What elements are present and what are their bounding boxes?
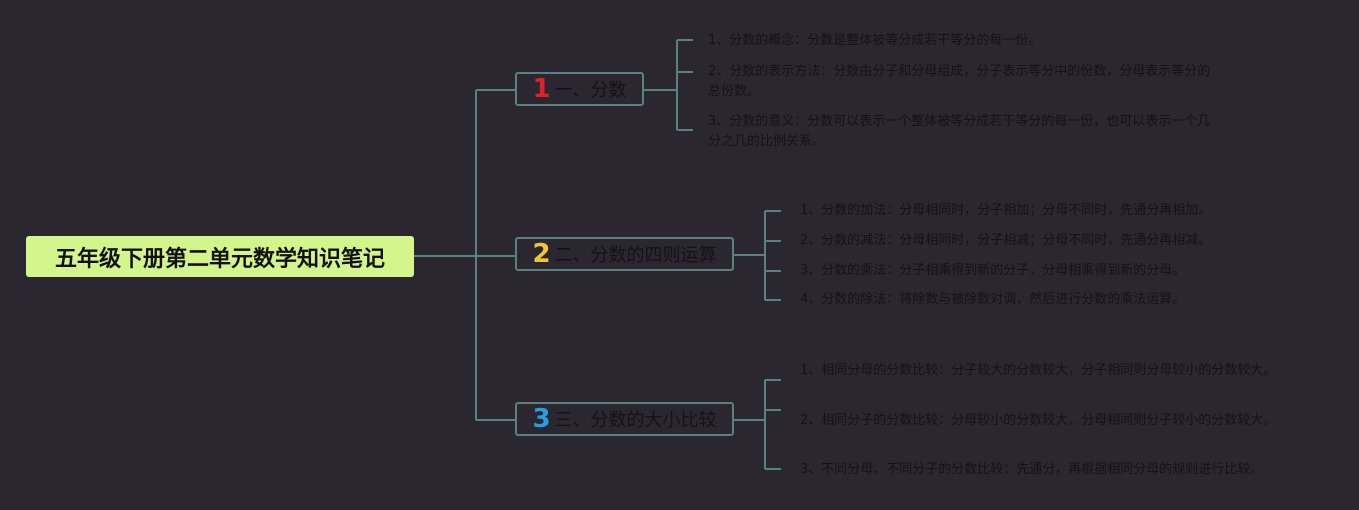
branch3-connector — [734, 379, 781, 470]
leaf-node[interactable]: 1、分数的概念：分数是整体被等分成若干等分的每一份。 — [708, 33, 1042, 48]
leaf-node[interactable]: 1、分数的加法：分母相同时，分子相加；分母不同时，先通分再相加。 — [800, 203, 1212, 218]
number-2-icon: 2 — [532, 239, 551, 269]
trunk-connector — [475, 89, 515, 421]
branch2-connector — [734, 210, 781, 301]
root-node[interactable]: 五年级下册第二单元数学知识笔记 — [26, 236, 414, 277]
leaf-node[interactable]: 3、分数的乘法：分子相乘得到新的分子，分母相乘得到新的分母。 — [800, 263, 1186, 278]
leaf-node[interactable]: 4、分数的除法：将除数与被除数对调，然后进行分数的乘法运算。 — [800, 292, 1186, 307]
leaf-node[interactable]: 2、相同分子的分数比较：分母较小的分数较大，分母相同则分子较小的分数较大。 — [800, 413, 1277, 428]
branch-label: 一、分数 — [554, 80, 627, 101]
branch-node-operations[interactable]: 2 二、分数的四则运算 — [515, 237, 734, 271]
branch-label: 三、分数的大小比较 — [554, 410, 717, 431]
branch-label: 二、分数的四则运算 — [554, 245, 717, 266]
branch1-connector — [644, 39, 693, 131]
leaf-node[interactable]: 3、不同分母、不同分子的分数比较：先通分，再根据相同分母的规则进行比较。 — [800, 462, 1264, 477]
leaf-node[interactable]: 2、分数的减法：分母相同时，分子相减；分母不同时，先通分再相减。 — [800, 233, 1212, 248]
number-1-icon: 1 — [532, 74, 551, 104]
leaf-node[interactable]: 2、分数的表示方法：分数由分子和分母组成，分子表示等分中的份数，分母表示等分的总… — [708, 64, 1211, 99]
leaf-node[interactable]: 3、分数的意义：分数可以表示一个整体被等分成若干等分的每一份，也可以表示一个几分… — [708, 114, 1211, 149]
leaf-node[interactable]: 1、相同分母的分数比较：分子较大的分数较大，分子相同则分母较小的分数较大。 — [800, 363, 1277, 378]
number-3-icon: 3 — [532, 404, 551, 434]
branch-node-comparison[interactable]: 3 三、分数的大小比较 — [515, 402, 734, 436]
branch-node-fractions[interactable]: 1 一、分数 — [515, 72, 644, 106]
